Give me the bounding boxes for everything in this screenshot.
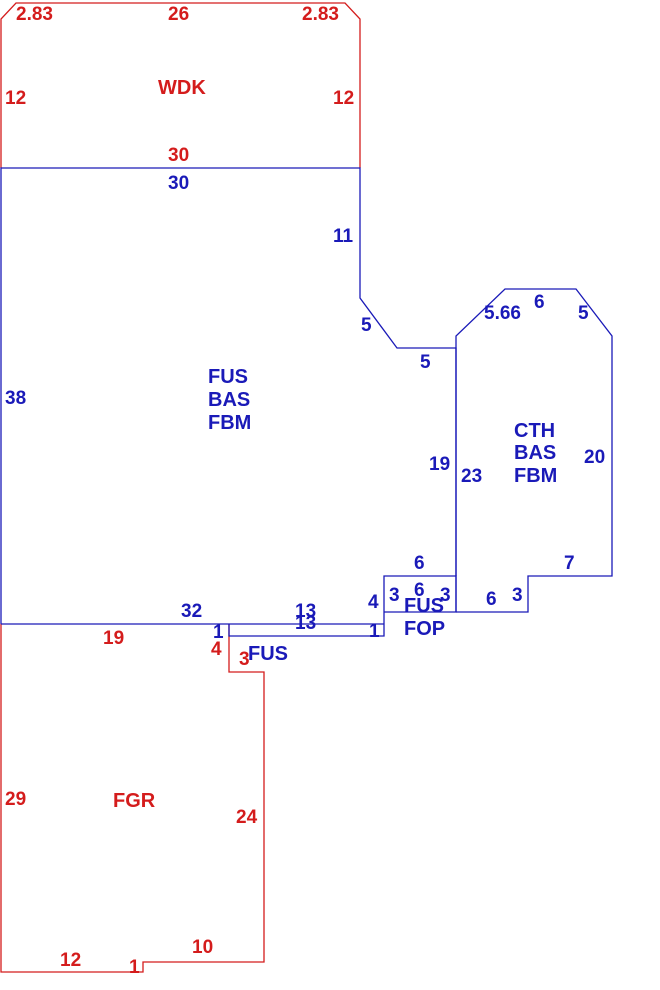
wdk-dim-left: 12 [5, 88, 26, 109]
cth-code-2: BAS [514, 442, 556, 464]
fgr-dim-right: 24 [236, 807, 258, 828]
strip-outline [228, 624, 385, 637]
main-code-3: FBM [208, 412, 251, 434]
porch-dim-right: 3 [440, 585, 451, 606]
cth-code-1: CTH [514, 420, 555, 442]
porch-dim-left: 3 [389, 585, 400, 606]
porch-code-2: FOP [404, 618, 445, 640]
main-dim-right-upper: 11 [333, 226, 354, 247]
strip-dim-top: 13 [295, 601, 316, 622]
wdk-dim-bottom: 30 [168, 145, 189, 166]
porch-code-1: FUS [404, 595, 444, 617]
cth-dim-left: 23 [461, 466, 482, 487]
cth-dim-step: 7 [564, 553, 575, 574]
cth-dim-step-down: 3 [512, 585, 523, 606]
strip-dim-end: 1 [369, 621, 380, 642]
wdk-dim-top-left: 2.83 [16, 4, 53, 25]
fgr-code: FGR [113, 790, 156, 812]
strip-dim-bottom: 13 [295, 613, 316, 634]
porch-dim-top: 6 [414, 553, 425, 574]
wdk-area: WDK 2.83 26 2.83 12 12 30 [0, 2, 361, 168]
main-code-1: FUS [208, 366, 248, 388]
porch-dim-inner: 6 [414, 580, 425, 601]
strip-code: FUS [248, 643, 288, 665]
wdk-dim-right: 12 [333, 88, 354, 109]
cth-outline [455, 288, 613, 613]
main-dim-diag: 5 [361, 315, 372, 336]
wdk-code: WDK [158, 77, 206, 99]
wdk-dim-top: 26 [168, 4, 189, 25]
fgr-dim-bottom-left: 12 [60, 950, 81, 971]
fgr-area: FGR 19 4 3 29 24 12 1 10 [0, 624, 265, 978]
cth-area: CTH BAS FBM 23 5.66 6 5 20 7 3 6 [455, 288, 613, 613]
cth-dim-top: 6 [534, 292, 545, 313]
main-dim-top: 30 [168, 173, 189, 194]
fgr-dim-jog: 1 [129, 957, 140, 978]
cth-dim-bottom: 6 [486, 589, 497, 610]
main-code-2: BAS [208, 389, 250, 411]
cth-dim-diag-left: 5.66 [484, 303, 521, 324]
fgr-dim-left: 29 [5, 789, 26, 810]
wdk-dim-top-right: 2.83 [302, 4, 339, 25]
wdk-outline [0, 2, 361, 168]
fgr-dim-notch: 3 [239, 649, 250, 670]
fgr-outline [0, 624, 265, 973]
porch-area: FUS FOP 6 6 3 3 4 [368, 553, 457, 640]
main-dim-step: 5 [420, 352, 431, 373]
fgr-dim-top: 19 [103, 628, 124, 649]
porch-dim-side: 4 [368, 592, 379, 613]
main-dim-bottom: 32 [181, 601, 202, 622]
main-dim-step-down: 19 [429, 454, 450, 475]
main-dim-left: 38 [5, 388, 26, 409]
main-area: FUS BAS FBM 30 11 5 5 19 38 32 1 [0, 167, 457, 643]
fgr-dim-bottom-right: 10 [192, 937, 213, 958]
fgr-dim-notch-side: 4 [211, 639, 222, 660]
strip-area: FUS 13 13 1 [228, 601, 385, 665]
cth-dim-right: 20 [584, 447, 605, 468]
cth-code-3: FBM [514, 465, 557, 487]
main-dim-one: 1 [213, 622, 224, 643]
cth-dim-diag-right: 5 [578, 303, 589, 324]
